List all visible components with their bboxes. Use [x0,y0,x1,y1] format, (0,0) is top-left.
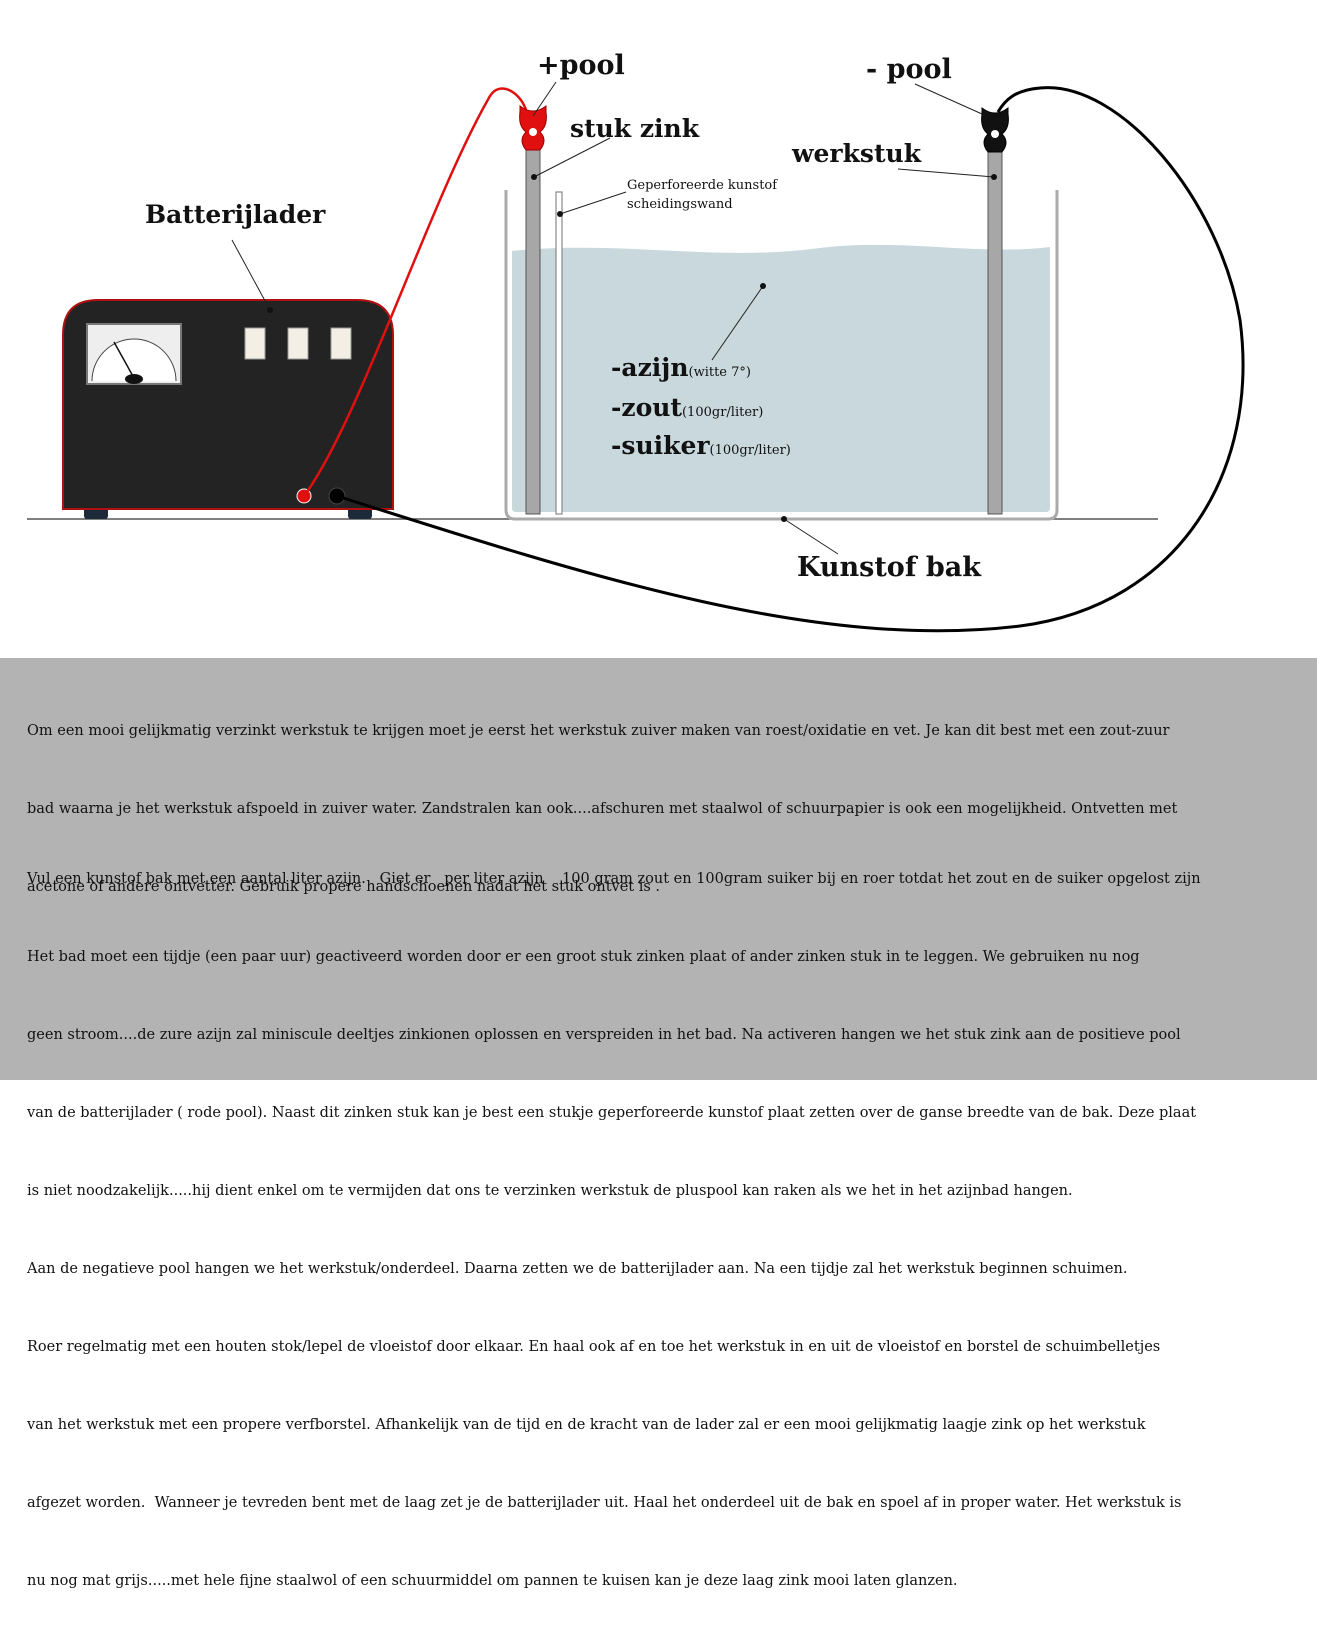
paragraph-2-line: is niet noodzakelijk.....hij dient enkel… [27,1183,1073,1199]
paragraph-1-line: Om een mooi gelijkmatig verzinkt werkstu… [27,723,1170,739]
instructions-paragraph-2: Vul een kunstof bak met een aantal liter… [27,814,1302,1646]
negative-clamp [981,106,1009,153]
instructions-panel: Om een mooi gelijkmatig verzinkt werkstu… [0,658,1317,1589]
ingredient-zout: -zout(100gr/liter) [611,393,763,422]
paragraph-2-line: Aan de negatieve pool hangen we het werk… [27,1261,1128,1277]
perforated-separator [555,191,563,515]
charger-switch-3 [330,327,352,360]
label-separator-line1: Geperforeerde kunstof [627,178,778,193]
paragraph-2-line: nu nog mat grijs.....met hele fijne staa… [27,1573,958,1589]
paragraph-2-line: van het werkstuk met een propere verfbor… [27,1417,1146,1433]
label-werkstuk: werkstuk [791,139,922,168]
label-stuk-zink: stuk zink [570,114,700,143]
workpiece-rod [987,144,1003,515]
paragraph-1-line: bad waarna je het werkstuk afspoeld in z… [27,801,1178,817]
battery-charger [62,299,394,519]
instructions-paragraph-1: Om een mooi gelijkmatig verzinkt werkstu… [27,666,1302,952]
paragraph-2-line: Het bad moet een tijdje (een paar uur) g… [27,949,1140,965]
label-batterijlader: Batterijlader [145,200,326,229]
ingredient-azijn-name: -azijn [611,353,689,382]
label-minus-pool: - pool [866,54,952,85]
label-separator-line2: scheidingswand [627,197,733,212]
negative-cable [336,86,1245,633]
positive-cable [302,87,528,497]
meter-gauge [86,323,182,385]
paragraph-2-line: Vul een kunstof bak met een aantal liter… [27,871,1201,887]
ingredient-zout-note: (100gr/liter) [682,405,763,420]
paragraph-2-line: afgezet worden. Wanneer je tevreden bent… [27,1495,1182,1511]
paragraph-2-line: geen stroom....de zure azijn zal miniscu… [27,1027,1181,1043]
paragraph-2-line: Roer regelmatig met een houten stok/lepe… [27,1339,1161,1355]
label-kunstof-bak: Kunstof bak [797,552,982,583]
zinc-rod [525,142,541,515]
charger-switch-2 [287,327,309,360]
label-plus-pool: +pool [537,50,625,81]
paragraph-2-line: van de batterijlader ( rode pool). Naast… [27,1105,1197,1121]
ingredient-azijn: -azijn(witte 7°) [611,353,751,382]
liquid [512,244,1050,512]
ingredient-suiker-note: (100gr/liter) [710,443,791,458]
electroplating-diagram: +pool - pool stuk zink werkstuk Batterij… [27,50,1245,633]
charger-switch-1 [244,327,266,360]
ingredient-zout-name: -zout [611,393,682,422]
positive-clamp [519,104,547,151]
paragraph-1-line: acetone of andere ontvetter. Gebruik pro… [27,879,661,895]
ingredient-azijn-note: (witte 7°) [689,365,751,380]
ingredient-suiker-name: -suiker [611,431,710,460]
plastic-tub [504,190,1059,521]
ingredient-suiker: -suiker(100gr/liter) [611,431,791,460]
